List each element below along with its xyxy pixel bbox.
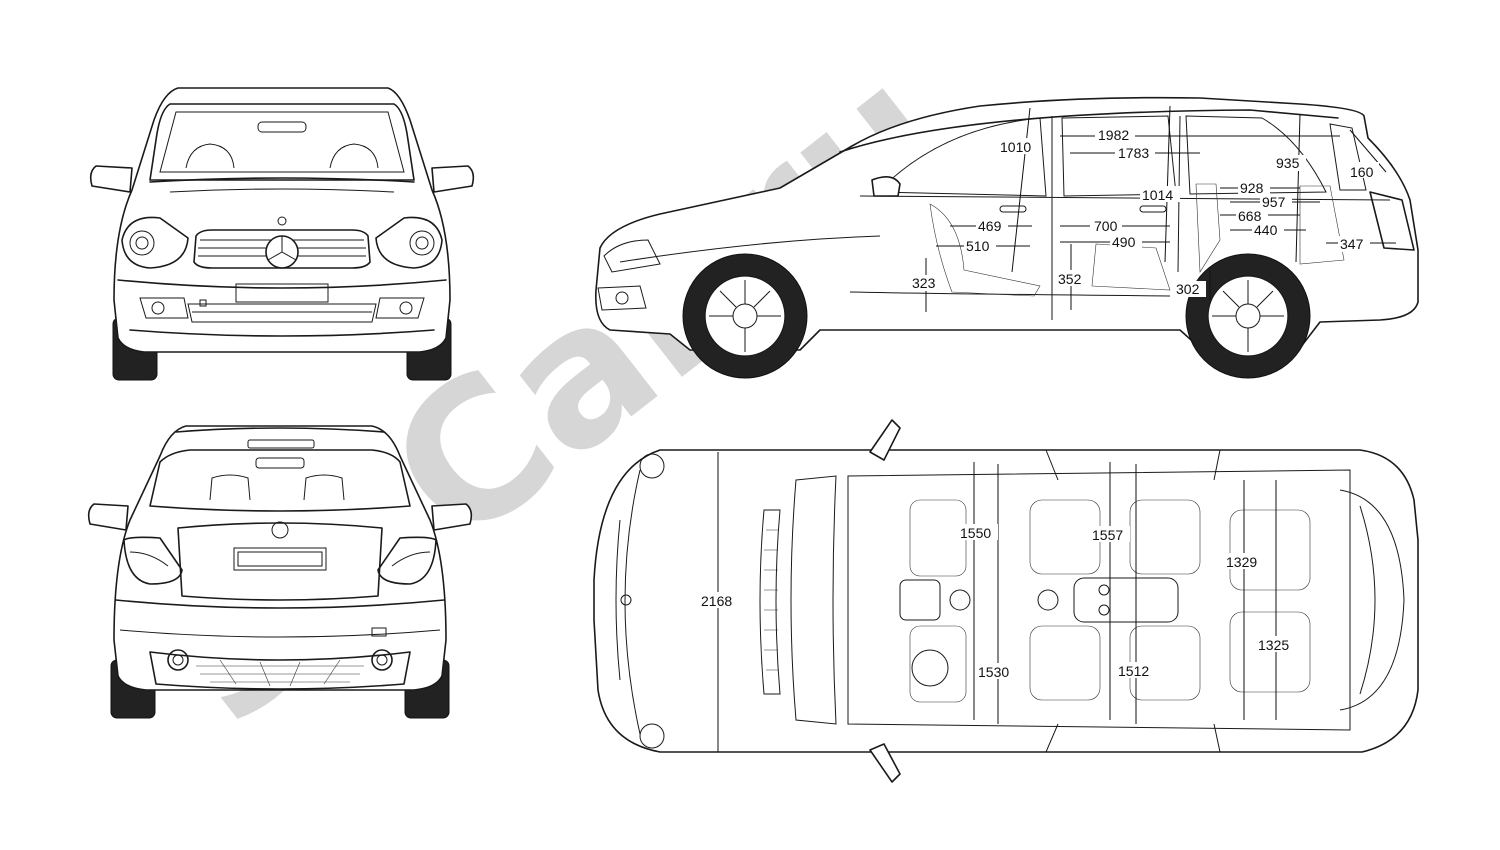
dim-1325: 1325 (1258, 637, 1289, 653)
top-dimension-labels: 2168 1550 1557 1329 1530 1512 1325 (699, 524, 1296, 680)
dim-1014: 1014 (1142, 187, 1173, 203)
dim-1530: 1530 (978, 664, 1009, 680)
dim-160: 160 (1350, 164, 1374, 180)
dim-957: 957 (1262, 194, 1286, 210)
dim-2168: 2168 (701, 593, 732, 609)
dim-440: 440 (1254, 222, 1278, 238)
dim-1329: 1329 (1226, 554, 1257, 570)
dim-1557: 1557 (1092, 527, 1123, 543)
side-dimension-labels: 1982 1783 1010 1014 935 160 928 957 668 … (910, 126, 1379, 297)
dim-1783: 1783 (1118, 145, 1149, 161)
dim-928: 928 (1240, 180, 1264, 196)
dim-1550: 1550 (960, 525, 991, 541)
dim-469: 469 (978, 218, 1002, 234)
dim-352: 352 (1058, 271, 1082, 287)
dim-490: 490 (1112, 234, 1136, 250)
dim-1982: 1982 (1098, 127, 1129, 143)
dim-347: 347 (1340, 236, 1364, 252)
dim-510: 510 (966, 238, 990, 254)
rear-view (87, 425, 473, 719)
dim-1010: 1010 (1000, 139, 1031, 155)
dim-323: 323 (912, 275, 936, 291)
dim-668: 668 (1238, 208, 1262, 224)
front-view (89, 87, 475, 381)
dim-302: 302 (1176, 281, 1200, 297)
dim-1512: 1512 (1118, 663, 1149, 679)
side-view: 1982 1783 1010 1014 935 160 928 957 668 … (594, 96, 1419, 379)
dim-700: 700 (1094, 218, 1118, 234)
top-view: 2168 1550 1557 1329 1530 1512 1325 (593, 419, 1419, 783)
dim-935: 935 (1276, 155, 1300, 171)
